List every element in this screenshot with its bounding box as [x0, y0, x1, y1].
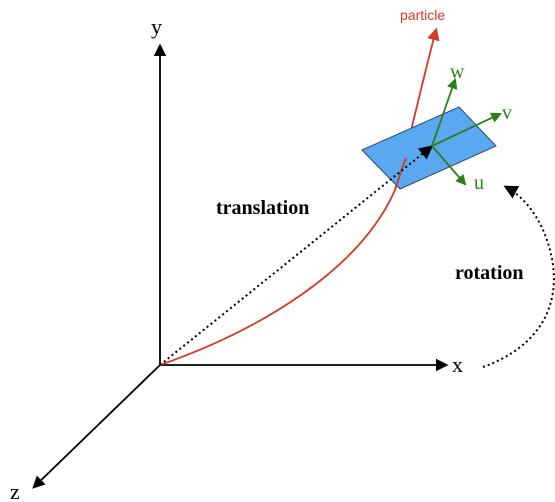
x-axis-label: x: [452, 352, 463, 377]
v-axis: [431, 112, 502, 147]
trajectory-over-plane: [394, 157, 407, 191]
particle-label: particle: [400, 7, 445, 23]
rotation-label: rotation: [455, 262, 524, 284]
z-axis: [32, 364, 161, 489]
y-axis-label: y: [151, 14, 162, 39]
v-label: v: [502, 102, 512, 124]
rotation-arrow: [482, 185, 555, 368]
particle-trajectory: [159, 27, 440, 366]
u-axis: [431, 145, 467, 186]
w-axis: [431, 77, 458, 147]
u-label: u: [474, 172, 484, 194]
z-axis-label: z: [10, 479, 20, 502]
translation-arrow: [159, 145, 434, 366]
translation-label: translation: [216, 197, 309, 219]
w-label: w: [450, 61, 465, 83]
